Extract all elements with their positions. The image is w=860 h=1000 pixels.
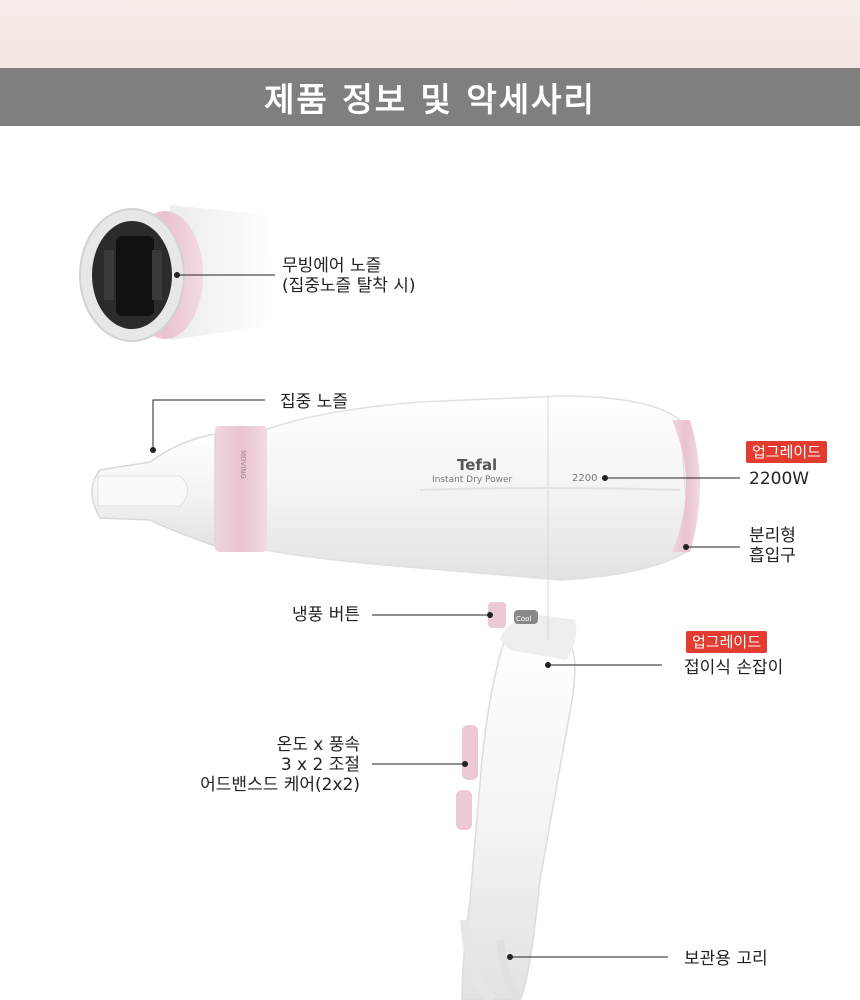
section-title-bar: 제품 정보 및 악세사리 (0, 68, 860, 126)
power-upgrade-badge: 업그레이드 (746, 441, 828, 463)
dryer-handle (456, 615, 577, 1000)
wattage-marking-text: 2200 (572, 473, 597, 484)
settings-line3: 어드밴스드 케어(2x2) (200, 775, 360, 795)
callout-lines (152, 274, 740, 958)
top-decorative-band (0, 0, 860, 68)
power-label: 2200W (749, 469, 810, 489)
hang-loop-label: 보관용 고리 (684, 949, 768, 969)
brand-logo-text: Tefal (457, 456, 497, 474)
settings-line2: 3 x 2 조절 (280, 755, 360, 775)
handle-upgrade-badge: 업그레이드 (686, 631, 768, 653)
section-title: 제품 정보 및 악세사리 (264, 80, 596, 119)
dryer-body: MOVING Cool Tefal Instant Dry Power 2200 (215, 395, 700, 640)
folding-handle-label: 접이식 손잡이 (684, 658, 784, 678)
moving-air-nozzle-label: 무빙에어 노즐 (집중노즐 탈착 시) (282, 256, 416, 296)
intake-line1: 분리형 (749, 526, 796, 546)
moving-air-nozzle-line2: (집중노즐 탈착 시) (282, 276, 416, 296)
concentrator-label: 집중 노즐 (280, 392, 348, 412)
settings-line1: 온도 x 풍속 (276, 735, 360, 755)
moving-air-nozzle-image (79, 205, 275, 342)
ring-marking-text: MOVING (239, 450, 247, 479)
cool-button-marking: Cool (516, 615, 531, 623)
settings-label: 온도 x 풍속 3 x 2 조절 어드밴스드 케어(2x2) (150, 735, 360, 795)
model-name-text: Instant Dry Power (432, 475, 513, 485)
concentrator-nozzle (91, 433, 216, 548)
callout-dots (150, 272, 689, 960)
cool-button-label: 냉풍 버튼 (292, 605, 360, 625)
intake-label: 분리형 흡입구 (749, 526, 796, 566)
moving-air-nozzle-line1: 무빙에어 노즐 (282, 256, 382, 276)
intake-line2: 흡입구 (749, 546, 796, 566)
